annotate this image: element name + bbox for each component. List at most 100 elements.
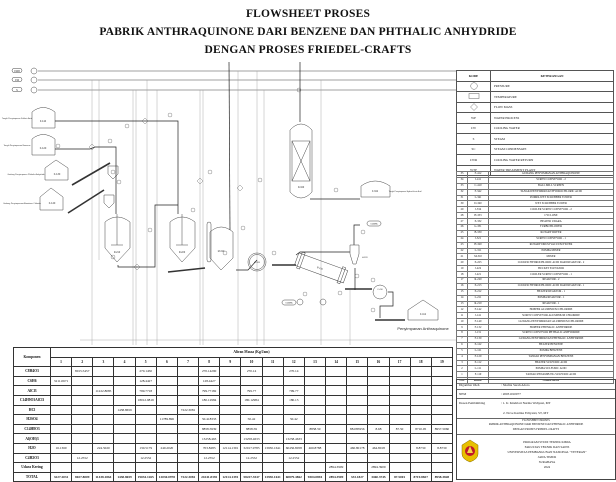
mass-flow-cell: 240.2020 [155,442,178,454]
hopper-f142 [103,194,115,209]
equipment-name: ROTARY DRUM VACUUM FILTER [488,241,614,249]
mass-flow-cell: 8.8730 [409,442,432,454]
mass-flow-cell: 224.5020 [92,442,115,454]
mass-flow-cell [113,442,136,454]
mass-flow-cell [303,452,327,464]
mass-flow-cell [430,385,454,396]
mass-flow-cell [430,394,454,406]
mass-flow-cell [346,462,369,473]
inst-university: UNIVERSITAS PEMBANGUNAN NASIONAL "VETERA… [507,450,587,454]
mass-flow-cell: 8.68 [367,423,390,435]
equipment-name: HEATER UDARA [488,218,614,226]
legend-row: FLOW MASS [456,101,614,113]
mass-flow-cell [367,385,390,396]
mass-flow-cell [430,404,454,416]
mass-flow-cell: 19034.1265 [134,471,157,482]
mass-flow-cell [409,394,432,406]
mass-flow-cell [219,452,242,464]
mass-flow-cell [367,404,390,416]
mass-flow-cell [409,414,432,425]
mass-flow-cell [388,394,411,406]
mass-flow-cell: 12114.1391 [219,471,242,482]
mass-flow-cell: 87.5001 [388,471,411,482]
mass-flow-cell [261,452,284,464]
mass-flow-cell: 12.2552 [134,452,157,464]
component-name: C14H9O3AlCl3 [13,394,51,406]
mass-flow-cell: 3211.0671 [49,375,73,387]
mass-flow-cell [49,423,73,435]
mass-flow-cell: 333.1827 [346,471,369,482]
mass-flow-cell: 9304.0894 [303,471,327,482]
mass-flow-cell [303,385,327,396]
mass-flow-cell [198,462,221,473]
mass-flow-cell [92,414,115,425]
mass-flow-cell: 799.77 [240,385,263,396]
mass-flow-cell [346,414,369,425]
equipment-name: TURBO BLOWER [488,224,614,231]
npm: : 20031010077 [501,391,521,396]
mass-flow-cell [282,375,305,387]
mass-flow-cell [49,394,73,406]
mass-flow-cell [155,385,178,396]
mass-flow-cell [219,462,242,473]
mass-flow-cell [219,404,242,416]
aliran-header: Aliran Massa (Kg/Jam) [50,347,453,358]
mass-flow-cell [71,404,94,416]
mass-flow-cell [261,394,284,406]
mass-flow-cell [430,414,454,425]
mass-flow-cell [261,385,284,396]
mass-flow-cell: 2894.3909 [325,462,348,473]
mass-flow-cell [49,414,73,425]
stream-number: 12 [282,356,305,368]
drum-filter-h320: H-320 [247,252,267,272]
svg-text:F-130: F-130 [54,173,61,176]
advisor-1: : 1. Ir. Kindriari Nurma Wahyusi, MT [501,401,551,405]
legend-code: CW [456,122,491,134]
mass-flow-cell [388,414,411,425]
svg-text:M-310: M-310 [218,251,225,253]
mass-flow-cell [176,452,200,464]
svg-text:F-140: F-140 [49,202,56,205]
mass-flow-cell [325,366,348,377]
mass-flow-cell [430,462,454,473]
mass-flow-cell [261,414,284,425]
stream-number: 7 [176,356,200,368]
mass-flow-cell: 180.12984 [240,394,263,406]
component-name: H2O [13,442,51,454]
svg-text:H-333: H-333 [362,257,368,259]
mass-flow-cell [409,385,432,396]
mass-flow-cell [113,366,136,377]
mass-flow-cell [367,394,390,406]
mass-flow-cell: 12.2552 [240,452,263,464]
mass-flow-cell [92,404,115,416]
mass-flow-cell [49,462,73,473]
equipment-name: ROTARY DRYER [488,229,614,237]
mass-flow-cell [261,423,284,435]
component-name: H2SO4 [13,414,51,425]
mass-flow-cell [346,433,369,444]
inst-program: PROGRAM STUDI TEKNIK KIMIA [523,440,571,444]
mass-flow-cell: 2894.3909 [367,462,390,473]
mass-flow-cell [92,423,115,435]
component-name: C14H8O3 [13,423,51,435]
mass-flow-cell [409,366,432,377]
mass-flow-cell: 88.085956 [346,423,369,435]
mass-flow-cell [409,462,432,473]
svg-text:C-410: C-410 [377,289,383,291]
equipment-name: SCREW CONVEYOR - 1 [488,235,614,243]
mass-flow-cell: 8719.8827 [409,471,432,482]
legend-description: TEMPERATURE [490,91,614,103]
mass-flow-cell [367,433,390,444]
mass-flow-cell [303,375,327,387]
stream-number: 14 [325,356,348,368]
mass-flow-cell [134,423,157,435]
mass-flow-cell [113,433,136,444]
mass-flow-cell: 799.77 [282,385,305,396]
